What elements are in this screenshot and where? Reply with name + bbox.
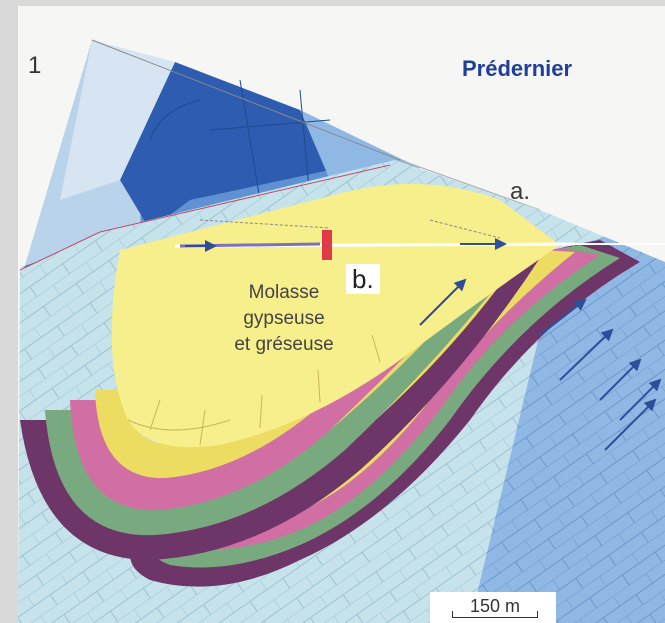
diagram-title: Prédernier: [462, 56, 573, 81]
unit-label-line-2: gypseuse: [243, 308, 325, 329]
scale-bar: [452, 611, 538, 618]
unit-label-line-3: et gréseuse: [234, 334, 334, 355]
label-a: a.: [510, 178, 531, 205]
movement-arrows: [185, 238, 662, 451]
scale-label: 150 m: [470, 596, 521, 616]
panel-number: 1: [28, 52, 42, 79]
label-b: b.: [346, 264, 380, 294]
molasse-unit-label: Molasse gypseuse et gréseuse: [210, 280, 358, 358]
unit-label-line-1: Molasse: [248, 282, 320, 303]
section-marker: [322, 230, 332, 260]
molasse-core: [111, 183, 560, 448]
